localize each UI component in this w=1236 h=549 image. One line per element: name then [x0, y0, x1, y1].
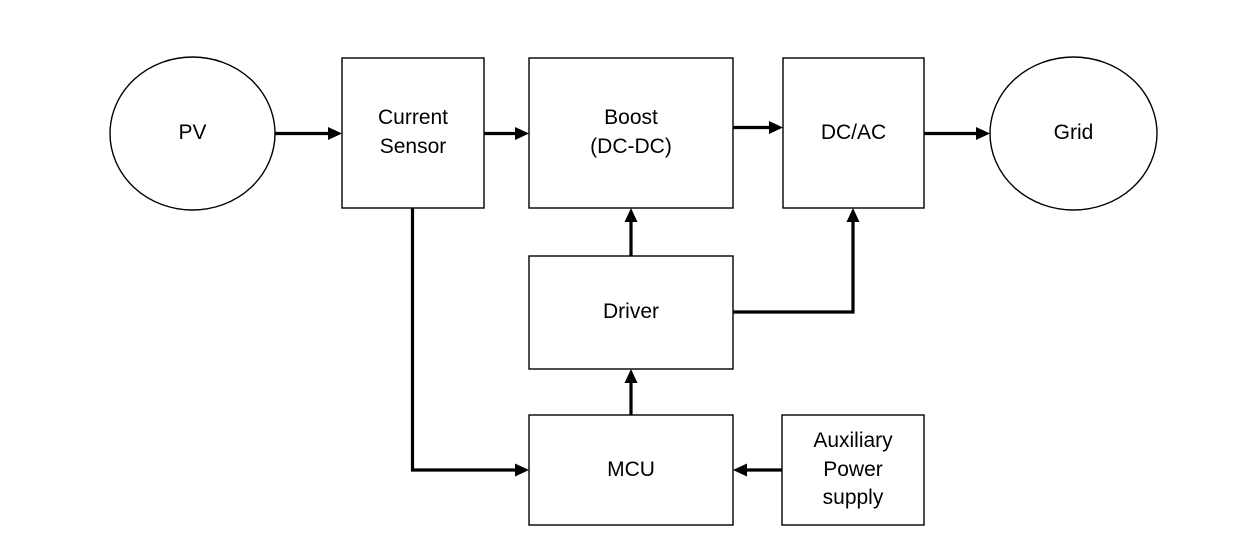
node-shape-pv[interactable]: [109, 56, 276, 211]
edge-dcac-to-grid: [924, 127, 990, 140]
node-shape-mcu[interactable]: [528, 414, 734, 526]
node-shape-aux[interactable]: [781, 414, 925, 526]
edge-current-sensor-to-boost: [484, 127, 529, 140]
node-shape-dcac[interactable]: [782, 57, 925, 209]
edge-aux-to-mcu: [733, 463, 782, 477]
node-shape-boost[interactable]: [528, 57, 734, 209]
node-shape-grid[interactable]: [989, 56, 1158, 211]
edge-current-sensor-to-mcu: [410, 208, 529, 477]
edge-driver-to-boost: [624, 208, 638, 256]
node-shape-driver[interactable]: [528, 255, 734, 370]
edge-pv-to-current-sensor: [275, 127, 342, 140]
edge-mcu-to-driver: [624, 369, 638, 415]
node-shape-current-sensor[interactable]: [341, 57, 485, 209]
edge-driver-to-dcac: [733, 208, 860, 314]
edge-boost-to-dcac: [733, 121, 783, 134]
